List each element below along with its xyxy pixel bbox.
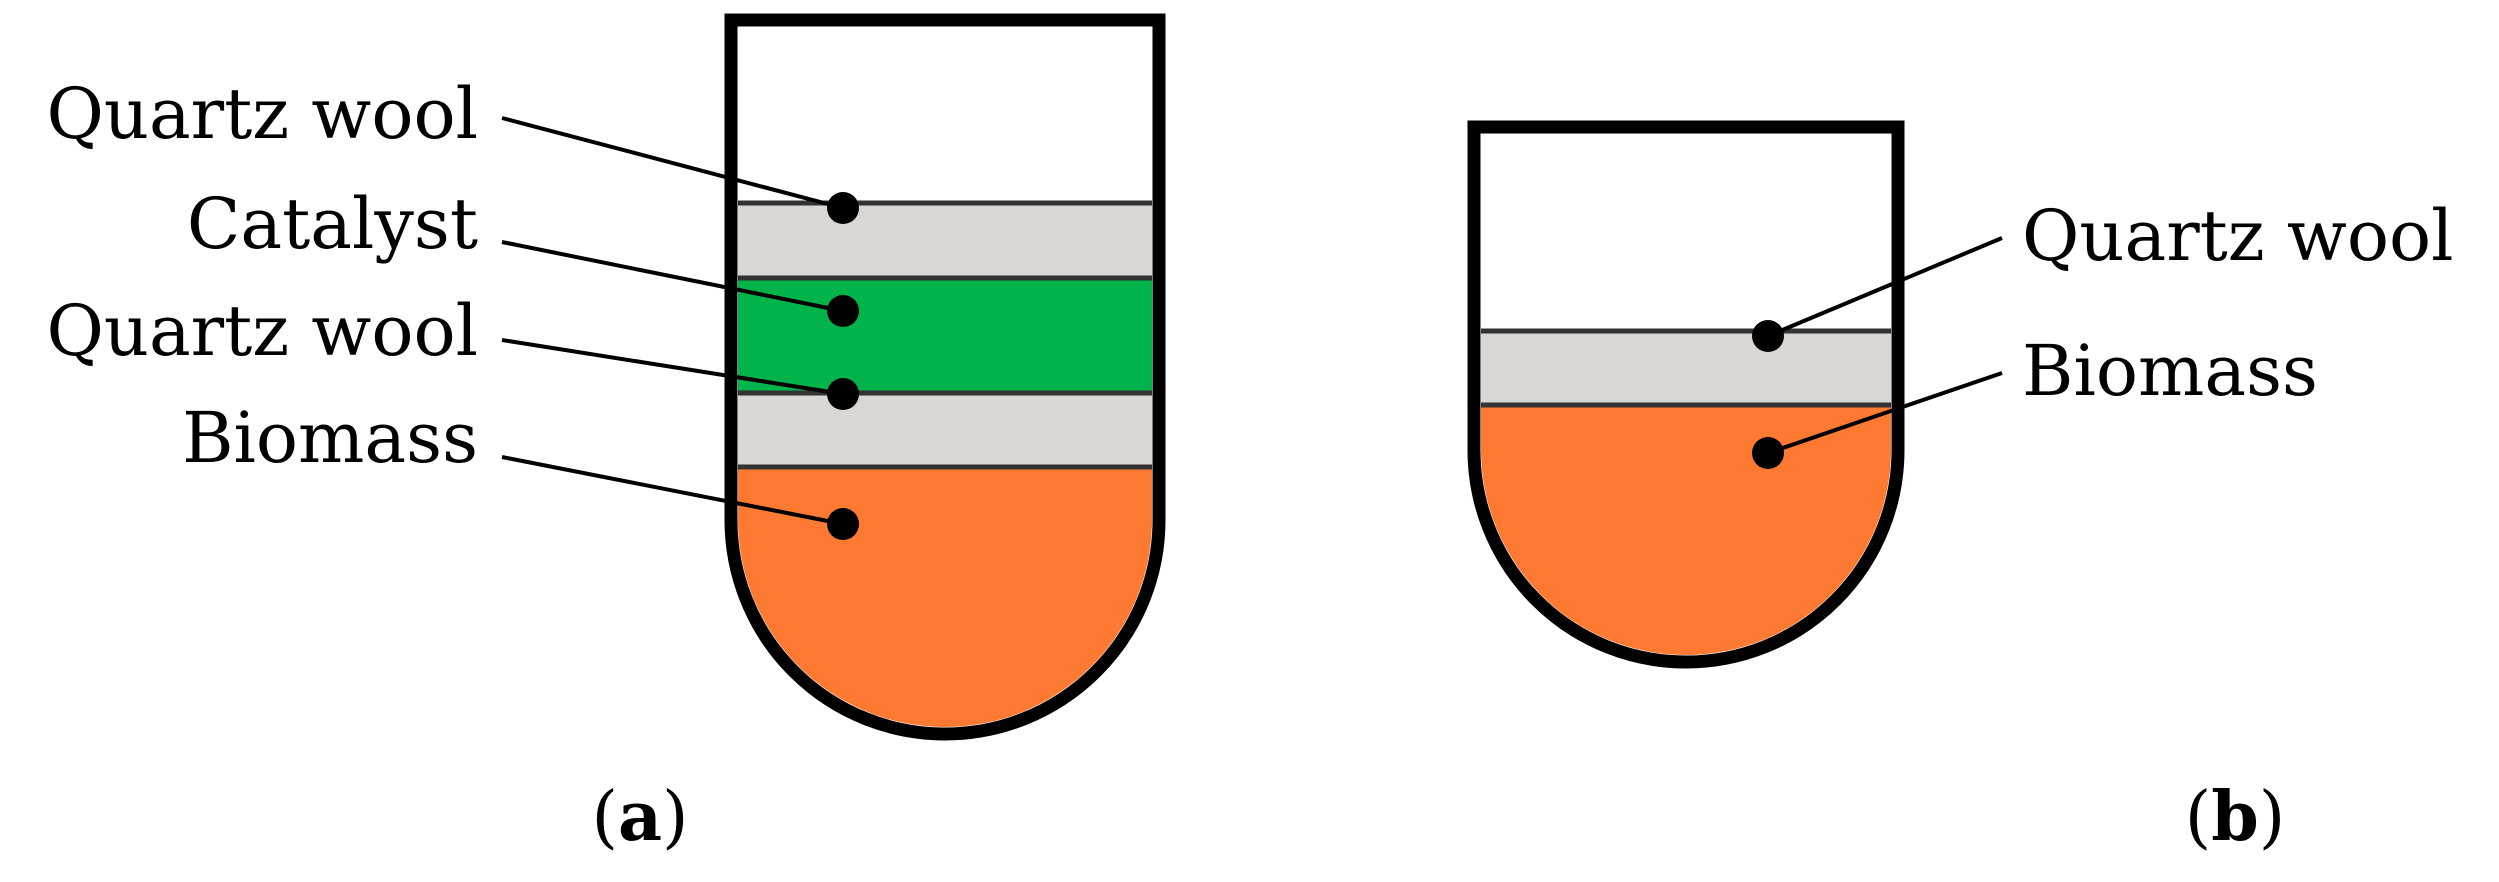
panel-a-label-biomass: Biomass	[182, 397, 478, 479]
panel-b-marker-quartz-wool	[1752, 320, 1784, 352]
panel-b-leader-quartz-wool-line	[1767, 236, 2003, 338]
panel-b-caption: (b)	[2185, 777, 2286, 857]
panel-b-caption-open: (	[2185, 778, 2212, 857]
panel-b: Quartz wool Biomass (b)	[1467, 120, 2454, 857]
panel-a-tube-outline	[724, 13, 1166, 741]
panel-a-leader-biomass	[501, 455, 844, 526]
panel-a-leader-catalyst	[501, 240, 844, 313]
panel-a-biomass-fill	[738, 467, 1152, 527]
panel-a-marker-quartz-wool-bottom	[827, 378, 859, 410]
panel-a-marker-catalyst	[827, 295, 859, 327]
panel-a-caption: (a)	[591, 777, 688, 857]
panel-a-leader-quartz-wool-top	[501, 116, 844, 210]
panel-a-label-quartz-wool-bottom: Quartz wool	[46, 290, 478, 372]
panel-a-leader-quartz-wool-bottom	[501, 338, 844, 396]
panel-b-biomass-bottom	[1481, 450, 1891, 655]
panel-a-quartz-wool-bottom-layer	[738, 393, 1152, 467]
panel-a-marker-biomass	[827, 508, 859, 540]
panel-b-biomass-fill	[1481, 405, 1891, 455]
panel-a-catalyst-layer	[738, 278, 1152, 393]
panel-a-label-catalyst: Catalyst	[187, 183, 478, 265]
panel-b-leader-biomass	[1767, 371, 2003, 455]
panel-b-quartz-wool-layer	[1481, 331, 1891, 405]
panel-a-label-quartz-wool-top: Quartz wool	[46, 73, 478, 155]
panel-a-caption-close: )	[662, 778, 689, 857]
panel-b-caption-letter: b	[2211, 777, 2259, 857]
panel-b-label-quartz-wool: Quartz wool	[2022, 195, 2454, 277]
panel-b-caption-close: )	[2259, 778, 2286, 857]
panel-a-biomass-bottom	[738, 520, 1152, 727]
panel-a-marker-quartz-wool-top	[827, 192, 859, 224]
panel-a: Quartz wool Catalyst Quartz wool Biomass…	[46, 13, 1166, 857]
panel-a-caption-letter: a	[618, 777, 662, 857]
panel-a-caption-open: (	[591, 778, 618, 857]
panel-a-quartz-wool-top-layer	[738, 203, 1152, 278]
panel-b-label-biomass: Biomass	[2022, 330, 2318, 412]
panel-b-tube-outline	[1467, 120, 1905, 669]
panel-b-marker-biomass	[1752, 437, 1784, 469]
